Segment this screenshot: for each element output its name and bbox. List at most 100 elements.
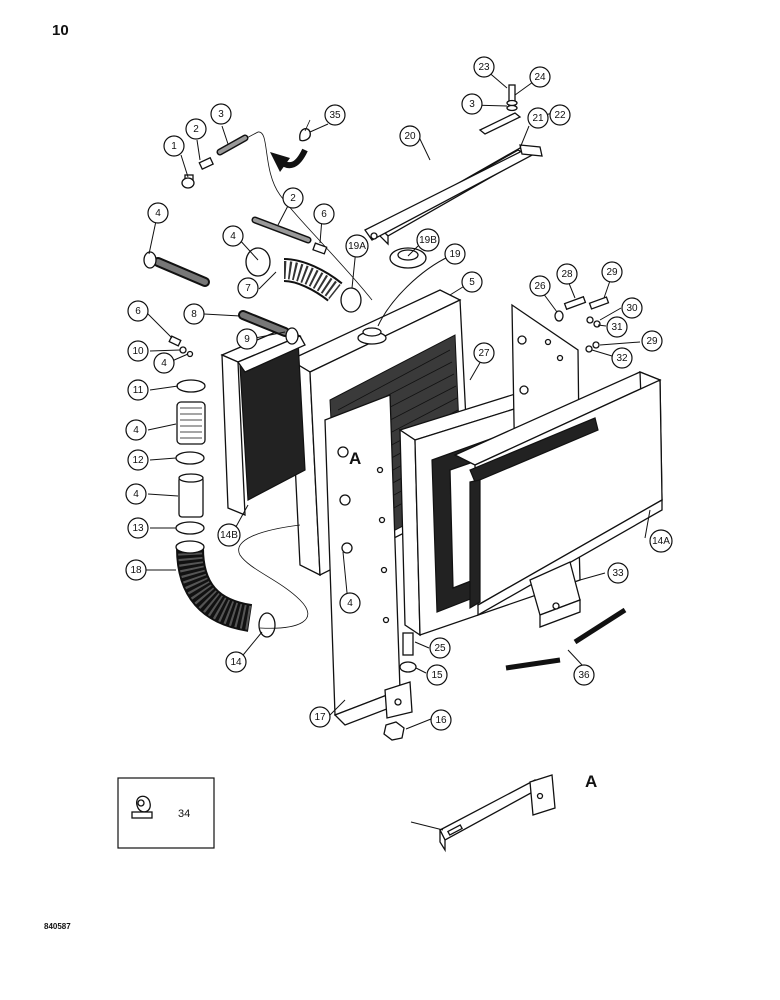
callout-circle [529,66,551,88]
callout-4: 4 [125,419,147,441]
side-plate [324,394,413,726]
callout-circle [399,125,421,147]
callout-2: 2 [282,187,304,209]
callout-label: 21 [532,113,544,124]
callout-label: 6 [135,306,141,317]
callout-29: 29 [601,261,623,283]
callout-label: 19B [419,235,437,246]
callout-3: 3 [210,103,232,125]
callout-29: 29 [641,330,663,352]
callout-22: 22 [549,104,571,126]
callout-label: 28 [561,269,573,280]
callout-label: 36 [578,670,590,681]
callout-label: 4 [133,489,139,500]
callout-label: 4 [347,598,353,609]
callout-circle [606,316,628,338]
callout-circle [217,523,241,547]
callout-10: 10 [127,340,149,362]
callout-12: 12 [127,449,149,471]
callout-4: 4 [153,352,175,374]
callout-circle [125,483,147,505]
callout-circle [313,203,335,225]
callout-6: 6 [313,203,335,225]
callout-circle [125,419,147,441]
callout-9: 9 [236,328,258,350]
callout-label: 16 [435,715,447,726]
callout-5: 5 [461,271,483,293]
callout-circle [339,592,361,614]
callout-label: 7 [245,283,251,294]
callout-label: 35 [329,110,341,121]
callout-circle [473,56,495,78]
callout-label: 12 [132,455,144,466]
lower-bracket [529,561,581,628]
callout-circle [125,559,147,581]
callout-4: 4 [125,483,147,505]
small-hardware [168,84,627,741]
callout-label: 19 [449,249,461,260]
callout-circle [127,379,149,401]
reference-letter-a-bracket: A [585,772,597,791]
callout-17: 17 [309,706,331,728]
callout-label: 29 [646,336,658,347]
callout-20: 20 [399,125,421,147]
callout-circle [127,449,149,471]
clip-icon [131,795,153,819]
callout-circle [527,107,549,129]
top-support-bars [364,112,543,246]
callout-3: 3 [461,93,483,115]
callout-circle [611,347,633,369]
callout-6: 6 [127,300,149,322]
callout-circle [324,104,346,126]
callout-circle [473,342,495,364]
callout-13: 13 [127,517,149,539]
callout-label: 11 [133,385,144,396]
callout-label: 29 [606,267,618,278]
callout-circle [444,243,466,265]
callout-30: 30 [621,297,643,319]
top-tank-panel [220,327,306,516]
callout-label: 4 [230,231,236,242]
callout-circle [236,328,258,350]
callout-circle [649,529,673,553]
callout-15: 15 [426,664,448,686]
callout-31: 31 [606,316,628,338]
reference-letter-a: A [349,449,361,468]
callout-4: 4 [222,225,244,247]
callout-7: 7 [237,277,259,299]
callout-2: 2 [185,118,207,140]
callout-label: 18 [130,565,142,576]
callout-4: 4 [339,592,361,614]
callout-circle [153,352,175,374]
callout-circle [429,637,451,659]
callout-label: 26 [534,281,546,292]
callout-11: 11 [127,379,149,401]
callout-circle [185,118,207,140]
callout-label: 25 [434,643,446,654]
callout-circle [529,275,551,297]
callout-36: 36 [573,664,595,686]
callout-label: 23 [478,62,490,73]
callout-label: 15 [431,670,443,681]
callout-label: 17 [314,712,326,723]
callout-14b: 14B [217,523,241,547]
callout-label: 14B [220,530,238,541]
callout-circle [127,517,149,539]
callout-19a: 19A [345,234,369,258]
callout-circle [461,93,483,115]
callout-19: 19 [444,243,466,265]
callout-circle [607,562,629,584]
callout-circle [426,664,448,686]
callout-label: 33 [612,568,624,579]
callout-circle [573,664,595,686]
callout-circle [549,104,571,126]
callout-circle [127,300,149,322]
callout-1: 1 [163,135,185,157]
lower-hose-group [175,379,276,638]
callout-18: 18 [125,559,147,581]
callout-27: 27 [473,342,495,364]
callout-label: 13 [132,523,144,534]
callout-circle [237,277,259,299]
callout-label: 31 [611,322,623,333]
